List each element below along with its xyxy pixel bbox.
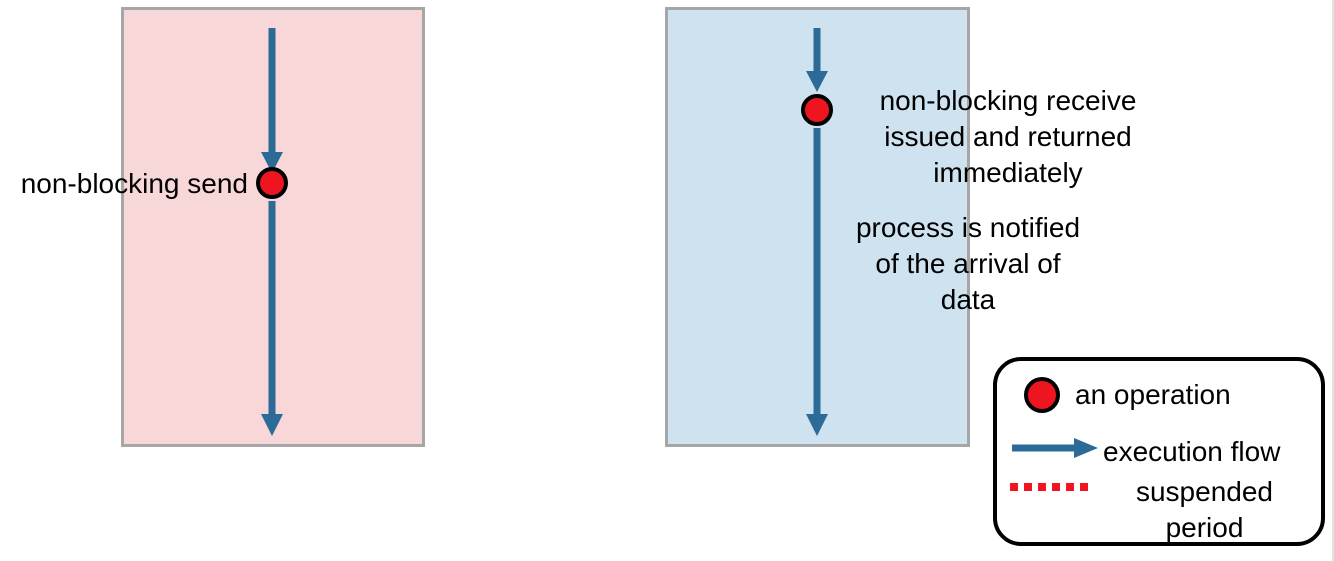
send-process-panel bbox=[121, 7, 425, 447]
notify-annotation: process is notified of the arrival of da… bbox=[855, 212, 1081, 315]
legend-label-operation: an operation bbox=[1075, 379, 1231, 410]
slide-edge-divider bbox=[1332, 0, 1334, 561]
operation-icon bbox=[1024, 377, 1060, 413]
send-label: non-blocking send bbox=[20, 168, 248, 199]
receive-annotation: non-blocking receive issued and returned… bbox=[879, 85, 1137, 188]
legend-label-suspended-period: suspended period bbox=[1135, 476, 1273, 543]
execution-flow-icon bbox=[1012, 438, 1098, 458]
legend-label-execution-flow: execution flow bbox=[1103, 436, 1281, 467]
suspended-period-icon bbox=[1010, 483, 1090, 491]
legend: an operation execution flow suspended pe… bbox=[993, 357, 1325, 546]
